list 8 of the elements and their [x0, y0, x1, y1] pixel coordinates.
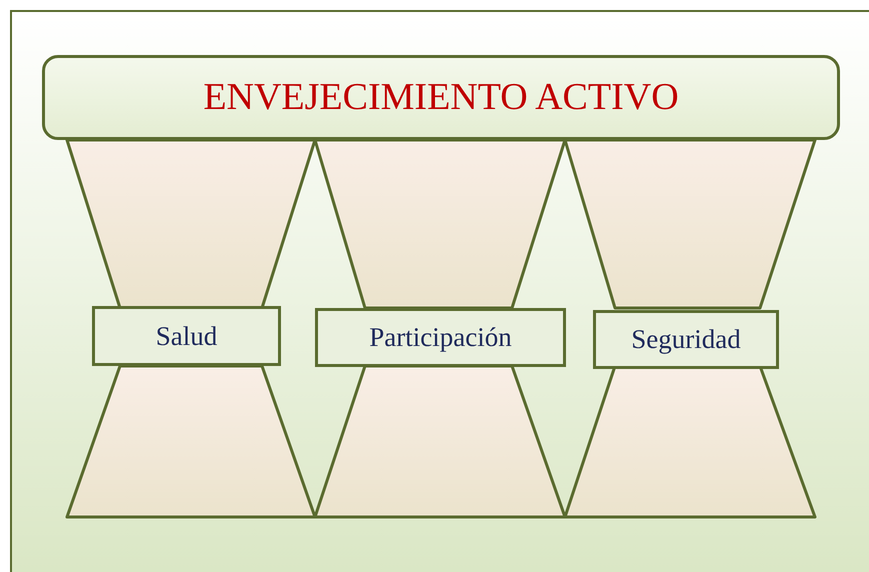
- pillar-label: Seguridad: [631, 323, 741, 356]
- pillar-label: Salud: [156, 320, 218, 353]
- title-text: ENVEJECIMIENTO ACTIVO: [203, 75, 679, 120]
- pillar-label-box: [315, 308, 566, 367]
- title-box: [42, 55, 840, 140]
- pillar-label: Participación: [369, 321, 512, 354]
- pillar-label-box: [593, 310, 779, 369]
- pillar-label-box: [92, 306, 281, 366]
